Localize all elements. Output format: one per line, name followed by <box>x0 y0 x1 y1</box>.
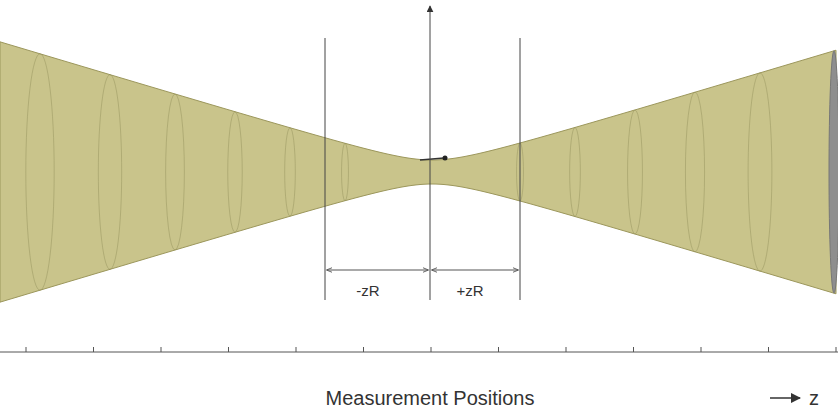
waist-marker <box>420 158 444 160</box>
cross-section-ring <box>285 128 296 217</box>
dimension-label: +zR <box>456 283 483 300</box>
measurement-axis <box>0 352 838 353</box>
cross-section-ring <box>26 54 54 290</box>
cross-section-ring <box>342 143 349 200</box>
axis-tick <box>431 347 432 352</box>
cross-section-ring <box>748 73 772 271</box>
reference-line <box>520 38 521 300</box>
axis-tick <box>363 347 364 352</box>
cross-section-ring <box>98 75 121 270</box>
dimension-arrow <box>327 270 428 271</box>
axis-tick <box>93 347 94 352</box>
axis-tick <box>566 347 567 352</box>
axis-tick <box>836 347 837 352</box>
axis-tick <box>228 347 229 352</box>
cross-section-ring <box>570 127 581 216</box>
axis-variable: z <box>809 387 819 409</box>
axis-tick <box>296 347 297 352</box>
cross-section-ring <box>628 110 643 234</box>
axis-title: Measurement Positions <box>326 387 535 409</box>
direction-arrow <box>770 397 800 399</box>
waist-dot <box>443 156 448 161</box>
dimension-label: -zR <box>356 283 379 300</box>
axis-tick <box>498 347 499 352</box>
reference-line <box>430 6 431 300</box>
reference-line <box>325 38 326 300</box>
axis-tick <box>26 347 27 352</box>
dimension-arrow <box>432 270 518 271</box>
axis-tick <box>701 347 702 352</box>
beam-profile <box>0 42 836 302</box>
cross-section-ring <box>685 92 704 252</box>
axis-tick <box>161 347 162 352</box>
cross-section-ring <box>228 112 242 233</box>
axis-tick <box>633 347 634 352</box>
axis-tick <box>768 347 769 352</box>
beam-end-cap <box>829 51 838 293</box>
cross-section-ring <box>166 94 185 250</box>
